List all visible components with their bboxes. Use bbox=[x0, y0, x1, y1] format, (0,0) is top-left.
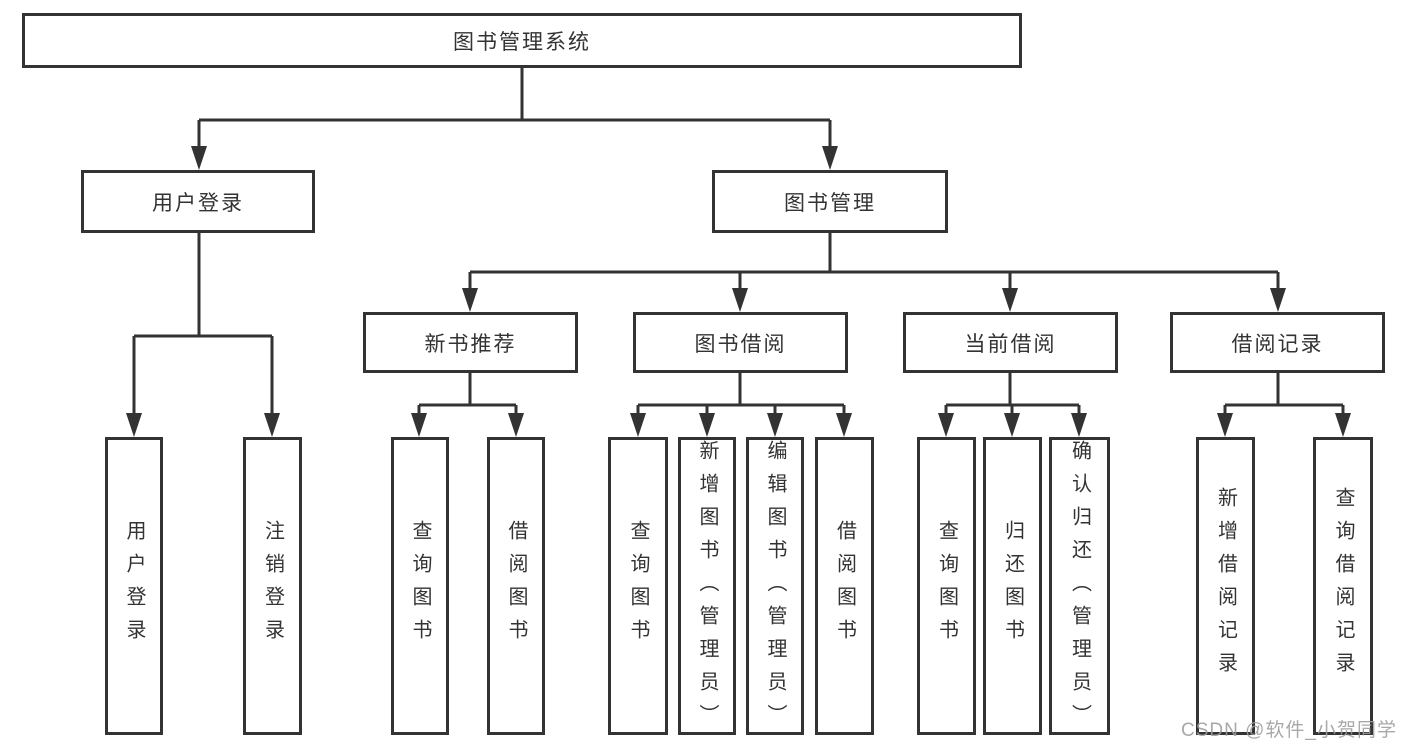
node-library-management-system-label: 图书管理系统 bbox=[453, 30, 591, 54]
leaf-cb-return-books: 归还图书 bbox=[983, 437, 1042, 735]
leaf-bb-add-books-admin: 新增图书（管理员） bbox=[678, 437, 736, 737]
leaf-br-query-record: 查询借阅记录 bbox=[1313, 437, 1373, 735]
leaf-nbr-query-books: 查询图书 bbox=[391, 437, 449, 735]
leaf-logout: 注销登录 bbox=[243, 437, 302, 735]
node-current-borrow: 当前借阅 bbox=[903, 312, 1118, 373]
leaf-bb-query-books: 查询图书 bbox=[608, 437, 668, 735]
leaf-cb-confirm-return-admin-label: 确认归还（管理员） bbox=[1068, 440, 1091, 737]
node-book-management: 图书管理 bbox=[712, 170, 948, 233]
node-book-borrow-label: 图书借阅 bbox=[694, 332, 787, 356]
leaf-br-add-record: 新增借阅记录 bbox=[1196, 437, 1255, 735]
leaf-bb-borrow-books-label: 借阅图书 bbox=[833, 520, 856, 652]
watermark: CSDN @软件_小贺同学 bbox=[1181, 720, 1397, 741]
node-borrow-records-label: 借阅记录 bbox=[1231, 332, 1324, 356]
leaf-br-add-record-label: 新增借阅记录 bbox=[1214, 487, 1237, 685]
node-user-login: 用户登录 bbox=[81, 170, 315, 233]
leaf-cb-query-books-label: 查询图书 bbox=[935, 520, 958, 652]
leaf-br-query-record-label: 查询借阅记录 bbox=[1332, 487, 1354, 685]
connector-paths bbox=[132, 68, 1345, 414]
leaf-cb-return-books-label: 归还图书 bbox=[1001, 520, 1024, 652]
leaf-nbr-borrow-books-label: 借阅图书 bbox=[505, 520, 527, 652]
node-library-management-system: 图书管理系统 bbox=[22, 13, 1022, 68]
node-book-borrow: 图书借阅 bbox=[633, 312, 848, 373]
leaf-nbr-query-books-label: 查询图书 bbox=[409, 520, 431, 652]
leaf-nbr-borrow-books: 借阅图书 bbox=[487, 437, 545, 735]
leaf-cb-query-books: 查询图书 bbox=[917, 437, 976, 735]
arrowheads bbox=[126, 146, 1351, 437]
node-new-book-recommend-label: 新书推荐 bbox=[424, 332, 517, 356]
leaf-bb-edit-books-admin: 编辑图书（管理员） bbox=[746, 437, 804, 737]
leaf-bb-borrow-books: 借阅图书 bbox=[815, 437, 874, 735]
node-user-login-label: 用户登录 bbox=[152, 191, 244, 215]
leaf-bb-add-books-admin-label: 新增图书（管理员） bbox=[696, 440, 718, 737]
leaf-bb-edit-books-admin-label: 编辑图书（管理员） bbox=[764, 440, 786, 737]
leaf-user-login-label: 用户登录 bbox=[123, 520, 145, 652]
node-current-borrow-label: 当前借阅 bbox=[964, 332, 1057, 356]
leaf-user-login: 用户登录 bbox=[105, 437, 163, 735]
node-book-management-label: 图书管理 bbox=[784, 191, 876, 215]
leaf-cb-confirm-return-admin: 确认归还（管理员） bbox=[1049, 437, 1110, 737]
node-new-book-recommend: 新书推荐 bbox=[363, 312, 578, 373]
leaf-logout-label: 注销登录 bbox=[261, 520, 284, 652]
leaf-bb-query-books-label: 查询图书 bbox=[627, 520, 649, 652]
node-borrow-records: 借阅记录 bbox=[1170, 312, 1385, 373]
